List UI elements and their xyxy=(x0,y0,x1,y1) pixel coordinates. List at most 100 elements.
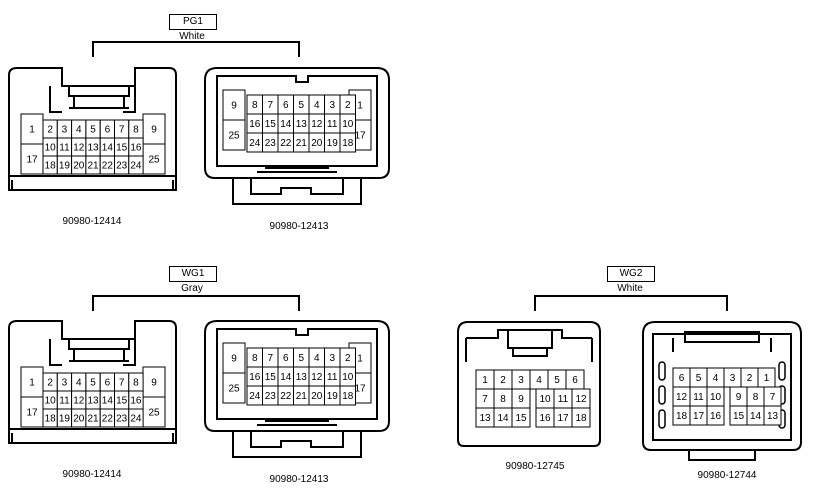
terminal-11: 11 xyxy=(59,143,70,154)
terminal-1: 1 xyxy=(357,354,363,365)
terminal-25: 25 xyxy=(228,131,240,142)
terminal-18-cell xyxy=(339,132,356,153)
terminal-20: 20 xyxy=(311,138,323,149)
terminal-7: 7 xyxy=(119,378,125,389)
terminal-24-cell xyxy=(128,408,144,428)
terminal-3: 3 xyxy=(62,125,68,136)
terminal-25-cell xyxy=(222,119,246,151)
terminal-4: 4 xyxy=(314,100,320,111)
terminal-9: 9 xyxy=(736,392,742,403)
terminal-18-cell xyxy=(571,407,591,428)
latch-arms xyxy=(49,86,136,113)
terminal-17: 17 xyxy=(557,413,569,424)
terminal-9: 9 xyxy=(231,354,237,365)
terminal-15: 15 xyxy=(733,411,745,422)
side-key xyxy=(658,409,666,429)
terminal-10: 10 xyxy=(45,396,57,407)
housing-bottom xyxy=(9,175,176,190)
terminal-19: 19 xyxy=(59,414,71,425)
terminal-2: 2 xyxy=(500,375,506,386)
terminal-19: 19 xyxy=(59,161,71,172)
terminal-12: 12 xyxy=(73,396,85,407)
terminal-24: 24 xyxy=(130,414,142,425)
terminal-12: 12 xyxy=(311,372,323,383)
latch-arms xyxy=(49,339,136,366)
bottom-latch xyxy=(250,178,344,195)
terminal-19: 19 xyxy=(327,391,339,402)
terminal-14: 14 xyxy=(102,396,114,407)
terminal-23: 23 xyxy=(116,161,128,172)
group-tag-pg1: PG1 xyxy=(169,14,217,30)
terminal-20: 20 xyxy=(73,161,85,172)
terminal-13: 13 xyxy=(87,143,99,154)
latch-bars xyxy=(257,420,337,426)
terminal-15: 15 xyxy=(265,119,277,130)
terminal-18-cell xyxy=(339,385,356,406)
terminal-15: 15 xyxy=(116,143,128,154)
terminal-21: 21 xyxy=(296,391,308,402)
terminal-5: 5 xyxy=(298,100,304,111)
terminal-17: 17 xyxy=(354,384,366,395)
latch-bars xyxy=(257,167,337,173)
terminal-19: 19 xyxy=(327,138,339,149)
terminal-21: 21 xyxy=(87,161,99,172)
latch-top xyxy=(507,330,553,349)
terminal-6: 6 xyxy=(679,373,685,384)
terminal-20: 20 xyxy=(311,391,323,402)
terminal-10: 10 xyxy=(342,372,354,383)
group-color-wg1: Gray xyxy=(181,283,203,294)
terminal-16: 16 xyxy=(249,119,261,130)
housing-bottom xyxy=(9,428,176,443)
terminal-12: 12 xyxy=(73,143,85,154)
side-key xyxy=(658,385,666,405)
terminal-6: 6 xyxy=(283,100,289,111)
part-number-wg1-left: 90980-12414 xyxy=(62,469,122,480)
terminal-13: 13 xyxy=(296,372,308,383)
terminal-6: 6 xyxy=(105,125,111,136)
housing-inner xyxy=(216,75,378,167)
bottom-skirt xyxy=(232,178,362,205)
terminal-9: 9 xyxy=(231,101,237,112)
terminal-23: 23 xyxy=(265,138,277,149)
terminal-14: 14 xyxy=(102,143,114,154)
terminal-10: 10 xyxy=(539,394,551,405)
terminal-8: 8 xyxy=(133,378,139,389)
terminal-18: 18 xyxy=(342,391,354,402)
housing-outline xyxy=(457,321,601,447)
terminal-14: 14 xyxy=(280,119,292,130)
terminal-1: 1 xyxy=(357,101,363,112)
latch-inner xyxy=(512,348,548,357)
latch-inner xyxy=(69,349,129,362)
terminal-4: 4 xyxy=(536,375,542,386)
terminal-11: 11 xyxy=(59,396,70,407)
housing-inner xyxy=(652,333,792,441)
terminal-12: 12 xyxy=(575,394,587,405)
terminal-10: 10 xyxy=(342,119,354,130)
terminal-16: 16 xyxy=(130,396,142,407)
terminal-8: 8 xyxy=(252,353,258,364)
terminal-23: 23 xyxy=(116,414,128,425)
bracket-wg2 xyxy=(534,295,728,311)
terminal-17: 17 xyxy=(26,408,38,419)
latch-top xyxy=(68,86,130,97)
terminal-6: 6 xyxy=(572,375,578,386)
terminal-24: 24 xyxy=(249,138,261,149)
terminal-8: 8 xyxy=(252,100,258,111)
terminal-14: 14 xyxy=(280,372,292,383)
terminal-4: 4 xyxy=(314,353,320,364)
terminal-3: 3 xyxy=(329,100,335,111)
terminal-13: 13 xyxy=(767,411,779,422)
terminal-22: 22 xyxy=(102,414,114,425)
terminal-13: 13 xyxy=(479,413,491,424)
terminal-6: 6 xyxy=(105,378,111,389)
bracket-pg1 xyxy=(92,41,300,57)
terminal-7: 7 xyxy=(267,353,273,364)
part-number-wg1-right: 90980-12413 xyxy=(269,474,329,485)
terminal-22: 22 xyxy=(280,138,292,149)
